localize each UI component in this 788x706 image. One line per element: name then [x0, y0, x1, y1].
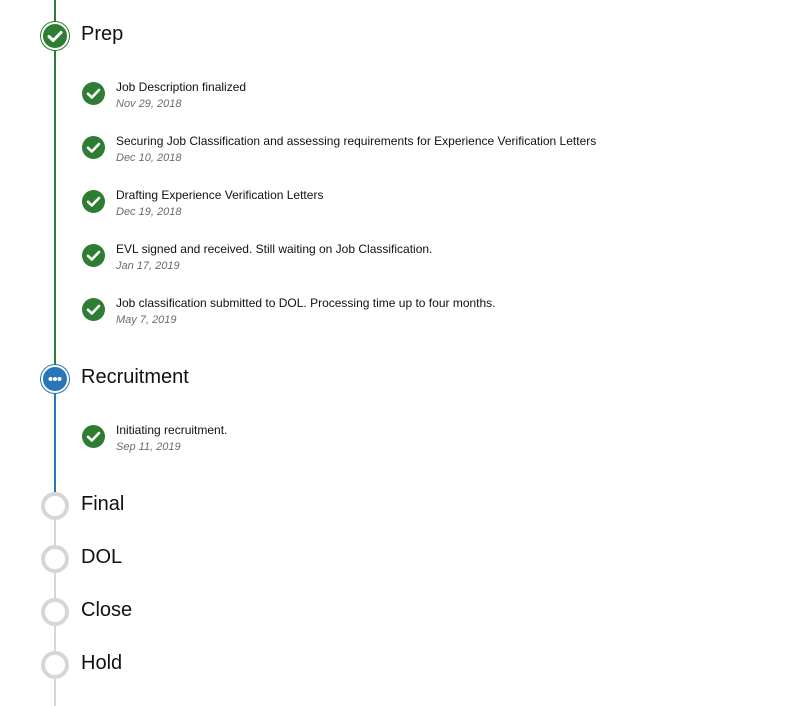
task-text: Job classification submitted to DOL. Pro… [116, 296, 496, 310]
empty-circle-icon [41, 545, 69, 573]
ellipsis-icon [41, 365, 69, 393]
stage-title: Recruitment [81, 366, 189, 388]
task-date: Dec 19, 2018 [116, 206, 182, 218]
empty-circle-icon [41, 492, 69, 520]
check-icon [82, 190, 105, 213]
check-icon [82, 298, 105, 321]
timeline-line-completed [54, 0, 56, 368]
task-date: Nov 29, 2018 [116, 98, 182, 110]
task-text: Job Description finalized [116, 80, 247, 94]
empty-circle-icon [41, 651, 69, 679]
task-text: Drafting Experience Verification Letters [116, 188, 324, 202]
stage-title: DOL [81, 546, 123, 568]
check-icon [82, 82, 105, 105]
task-date: Jan 17, 2019 [116, 260, 180, 272]
task-text: Securing Job Classification and assessin… [116, 134, 597, 148]
task-text: Initiating recruitment. [116, 423, 228, 437]
task-date: Sep 11, 2019 [116, 441, 181, 453]
task-date: Dec 10, 2018 [116, 152, 182, 164]
timeline-line-in-progress [54, 390, 56, 494]
task-date: May 7, 2019 [116, 314, 177, 326]
check-icon [82, 136, 105, 159]
stage-title: Hold [81, 652, 123, 674]
stage-title: Final [81, 493, 125, 515]
task-text: EVL signed and received. Still waiting o… [116, 242, 433, 256]
check-icon [82, 425, 105, 448]
stage-title: Prep [81, 23, 124, 45]
check-icon [41, 22, 69, 50]
stage-title: Close [81, 599, 133, 621]
empty-circle-icon [41, 598, 69, 626]
check-icon [82, 244, 105, 267]
